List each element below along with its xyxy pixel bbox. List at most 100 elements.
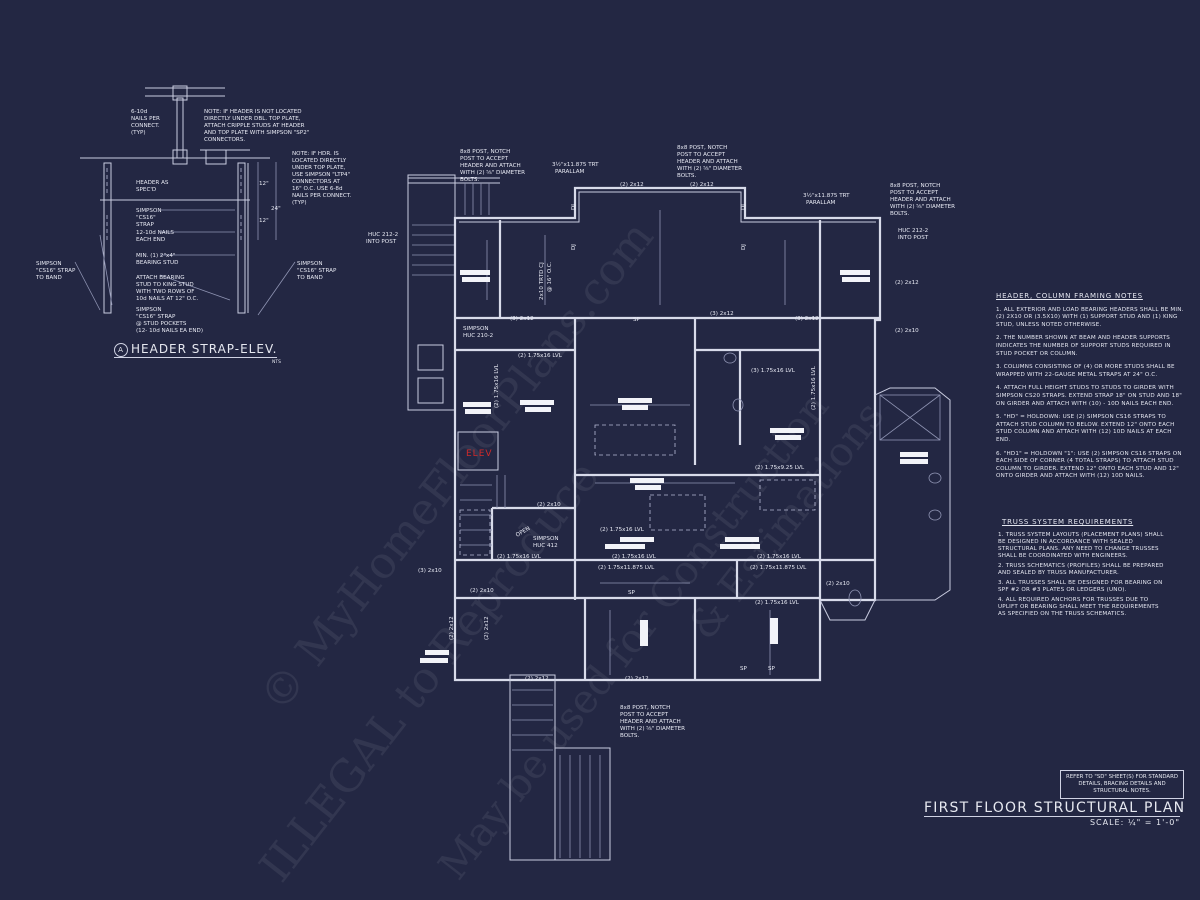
callout-text: HEADER AND ATTACH — [890, 197, 951, 203]
callout-text: HEADER AND ATTACH — [460, 163, 521, 169]
callout-text: HEADER AND ATTACH — [620, 719, 681, 725]
member-label: (2) 2x12 — [484, 616, 490, 640]
detail-label: BEARING STUD — [136, 260, 178, 266]
detail-label: EACH END — [136, 237, 165, 243]
detail-label: SIMPSON — [136, 307, 162, 313]
detail-label: DIRECTLY UNDER DBL. TOP PLATE, — [204, 116, 301, 122]
plan-scale: SCALE: ¼" = 1'-0" — [1089, 818, 1180, 827]
callout-text: 3½"x11.875 TRT — [803, 192, 850, 199]
member-label: (3) 2x12 — [795, 316, 819, 322]
callout-text: HUC 212-2 — [898, 228, 928, 234]
detail-label: SIMPSON — [36, 261, 62, 267]
detail-label: 6-10d — [131, 109, 148, 115]
callout-text: 8x8 POST, NOTCH — [460, 149, 510, 155]
detail-label: STRAP — [136, 222, 154, 228]
detail-label: SIMPSON — [136, 208, 162, 214]
detail-label: "CS16" STRAP — [297, 268, 337, 274]
callout-text: BOLTS. — [460, 177, 479, 183]
detail-label: ATTACH BEARING — [136, 275, 185, 281]
member-label: @ 16" O.C. — [547, 261, 553, 292]
member-label: (2) 1.75x16 LVL — [757, 554, 802, 560]
note-item: 1. ALL EXTERIOR AND LOAD BEARING HEADERS… — [996, 306, 1184, 328]
callout-text: 8x8 POST, NOTCH — [890, 183, 940, 189]
reference-note: REFER TO "SD" SHEET(S) FOR STANDARD DETA… — [1060, 770, 1184, 799]
callout-text: POST TO ACCEPT — [677, 152, 726, 158]
note-item: 1. TRUSS SYSTEM LAYOUTS (PLACEMENT PLANS… — [998, 532, 1164, 559]
callout-text: SIMPSON — [533, 536, 559, 542]
member-label: (2) 2x10 — [895, 328, 919, 334]
callout-text: WITH (2) ⅝" DIAMETER — [620, 726, 685, 732]
dimension-label: 12" — [259, 181, 269, 187]
detail-label: "CS16" STRAP — [36, 268, 76, 274]
member-label: (2) 2x12 — [525, 676, 549, 682]
member-label: (2) 2x10 — [826, 581, 850, 587]
detail-label: (TYP) — [292, 200, 307, 206]
callout-text: WITH (2) ⅝" DIAMETER — [890, 204, 955, 210]
callout-text: POST TO ACCEPT — [890, 190, 939, 196]
note-item: 3. ALL TRUSSES SHALL BE DESIGNED FOR BEA… — [998, 580, 1163, 593]
member-label: (2) 2x12 — [690, 182, 714, 188]
member-label: 2x10 TRTD CJ — [539, 262, 545, 300]
member-label: (3) 2x12 — [510, 316, 534, 322]
callout-text: HEADER AND ATTACH — [677, 159, 738, 165]
note-item: 4. ATTACH FULL HEIGHT STUDS TO STUDS TO … — [996, 385, 1183, 407]
detail-label: SPEC'D — [136, 187, 156, 193]
open-label: OPEN — [515, 526, 531, 539]
notes-title: TRUSS SYSTEM REQUIREMENTS — [1002, 518, 1134, 526]
detail-label: STUD TO KING STUD — [136, 282, 194, 288]
callout-text: BOLTS. — [677, 173, 696, 179]
member-label: DJ — [741, 204, 747, 210]
detail-labels: 6-10d NAILS PER CONNECT. (TYP) NOTE: IF … — [35, 109, 352, 334]
callout-text: HUC 412 — [533, 543, 558, 549]
plan-title: FIRST FLOOR STRUCTURAL PLAN — [924, 800, 1186, 817]
member-label: (2) 2x12 — [625, 676, 649, 682]
member-label: DJ — [571, 204, 577, 210]
detail-label: WITH TWO ROWS OF — [136, 289, 194, 295]
member-label: (2) 1.75x16 LVL — [494, 363, 500, 408]
detail-label: 10d NAILS AT 12" O.C. — [136, 296, 198, 302]
detail-label: CONNECTORS AT — [292, 179, 341, 185]
detail-label: NAILS PER — [131, 116, 160, 122]
detail-marker: A — [114, 343, 128, 357]
detail-label: NOTE: IF HDR. IS — [292, 151, 339, 157]
floor-plan: ELEV — [407, 174, 951, 861]
member-label: SP — [740, 666, 748, 672]
callout-text: BOLTS. — [890, 211, 909, 217]
callout-text: PARALLAM — [555, 169, 585, 175]
callout-text: POST TO ACCEPT — [460, 156, 509, 162]
member-label: (2) 1.75x16 LVL — [497, 554, 542, 560]
detail-label: 12-10d NAILS — [136, 230, 174, 236]
callout-text: PARALLAM — [806, 200, 836, 206]
member-label: (2) 1.75x16 LVL — [600, 527, 645, 533]
detail-label: HEADER AS — [136, 180, 169, 186]
callout-text: HUC 212-2 — [368, 232, 398, 238]
member-label: (2) 1.75x11.875 LVL — [750, 565, 807, 571]
callout-text: INTO POST — [366, 239, 397, 245]
member-label: SP — [628, 590, 636, 596]
detail-label: AND TOP PLATE WITH SIMPSON "SP2" — [204, 130, 310, 136]
callout-text: 3½"x11.875 TRT — [552, 161, 599, 168]
member-label: (2) 2x10 — [470, 588, 494, 594]
detail-label: NAILS PER CONNECT. — [292, 193, 352, 199]
detail-nts: NTS — [272, 360, 281, 365]
detail-label: UNDER TOP PLATE, — [292, 165, 346, 171]
detail-label: TO BAND — [35, 275, 62, 281]
detail-label: "CS16" — [136, 215, 156, 221]
header-strap-detail — [74, 85, 296, 316]
detail-label: 16" O.C. USE 6-8d — [292, 186, 343, 192]
callout-text: HUC 210-2 — [463, 333, 493, 339]
member-label: (2) 1.75x9.25 LVL — [755, 465, 805, 471]
member-label: (3) 2x12 — [710, 311, 734, 317]
callout-text: INTO POST — [898, 235, 929, 241]
callout-text: 8x8 POST, NOTCH — [620, 705, 670, 711]
detail-title-text: HEADER STRAP-ELEV. — [131, 342, 278, 356]
detail-label: (12- 10d NAILS EA END) — [136, 328, 203, 334]
note-item: 6. "HD1" = HOLDOWN "1": USE (2) SIMPSON … — [996, 450, 1182, 480]
note-item: 3. COLUMNS CONSISTING OF (4) OR MORE STU… — [996, 364, 1175, 378]
member-label: (2) 2x10 — [537, 502, 561, 508]
member-label: (2) 2x12 — [895, 280, 919, 286]
plan-labels: 8x8 POST, NOTCH POST TO ACCEPT HEADER AN… — [366, 145, 955, 739]
callout-text: WITH (2) ⅝" DIAMETER — [460, 170, 525, 176]
member-label: (3) 1.75x16 LVL — [751, 368, 796, 374]
